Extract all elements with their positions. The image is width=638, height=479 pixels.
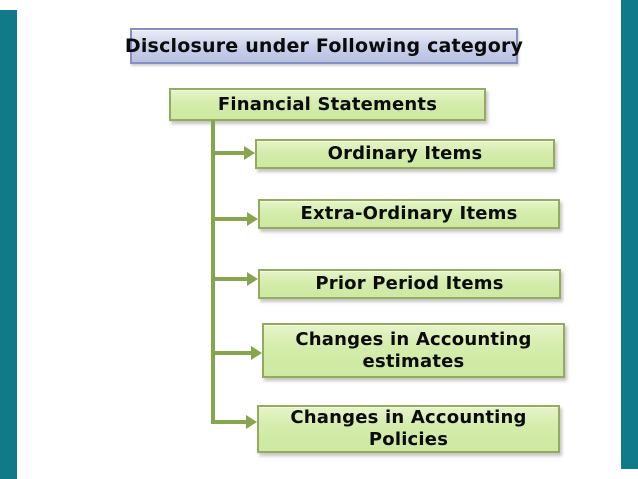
node-label: Changes in Accounting estimates — [295, 328, 532, 372]
node-extra-ordinary-items: Extra-Ordinary Items — [258, 199, 560, 229]
connector-branch-extra-ordinary — [211, 217, 248, 221]
connector-branch-policies — [211, 420, 247, 424]
left-edge-bar — [0, 10, 17, 479]
node-financial-statements: Financial Statements — [169, 88, 486, 121]
arrowhead-icon — [246, 415, 257, 429]
node-label: Extra-Ordinary Items — [300, 203, 518, 225]
node-changes-in-accounting-policies: Changes in Accounting Policies — [257, 405, 560, 453]
arrowhead-icon — [244, 146, 255, 160]
right-edge-bar — [621, 0, 638, 469]
connector-branch-estimates — [211, 351, 252, 355]
connector-branch-prior-period — [211, 277, 248, 281]
connector-trunk-line — [211, 120, 215, 424]
page-title: Disclosure under Following category — [124, 35, 524, 57]
node-ordinary-items: Ordinary Items — [255, 139, 555, 169]
node-label: Financial Statements — [217, 93, 438, 115]
node-label: Changes in Accounting Policies — [290, 407, 527, 450]
node-label: Prior Period Items — [315, 273, 504, 295]
arrowhead-icon — [251, 346, 262, 360]
connector-branch-ordinary — [211, 151, 245, 155]
node-label: Ordinary Items — [327, 143, 483, 165]
node-changes-in-accounting-estimates: Changes in Accounting estimates — [262, 323, 565, 378]
title-box: Disclosure under Following category — [125, 28, 523, 64]
arrowhead-icon — [247, 212, 258, 226]
arrowhead-icon — [247, 272, 258, 286]
node-prior-period-items: Prior Period Items — [258, 269, 561, 299]
